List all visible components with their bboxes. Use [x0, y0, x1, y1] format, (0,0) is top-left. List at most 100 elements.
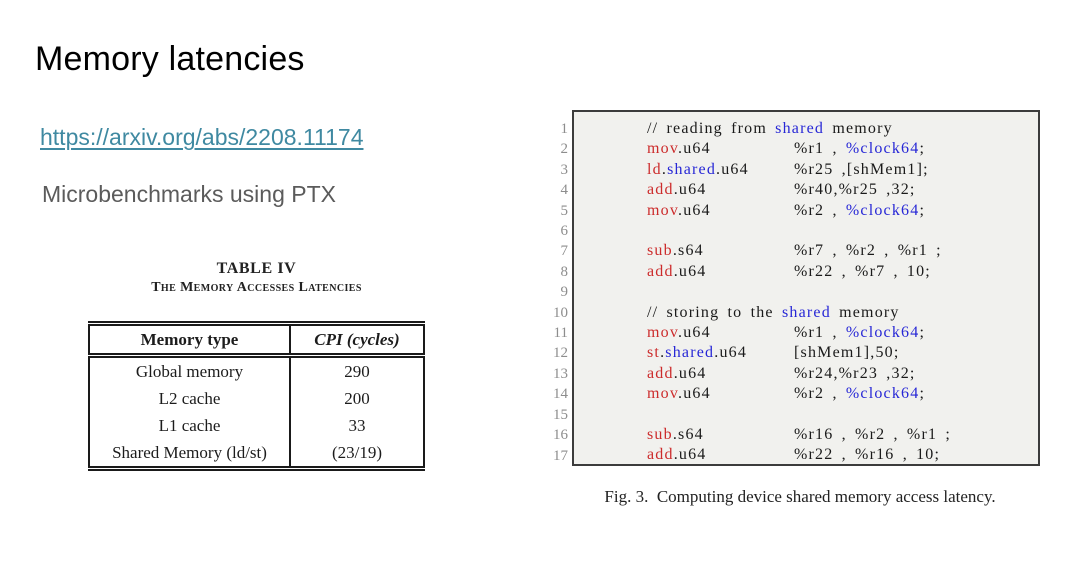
opcode-token: sub — [647, 425, 673, 443]
line-number: 3 — [560, 161, 569, 178]
operand-field: %r2 , %clock64; — [794, 384, 925, 404]
operand-field: [shMem1],50; — [794, 343, 900, 363]
code-line: add.u64 %r22 , %r16 , 10; — [574, 445, 1038, 465]
code-token: // reading from — [647, 120, 776, 137]
table-caption-title: The Memory Accesses Latencies — [151, 280, 362, 295]
table-caption-number: TABLE IV — [216, 260, 297, 277]
subtitle-text: Microbenchmarks using PTX — [42, 181, 336, 207]
code-token: ; — [919, 201, 926, 219]
opcode-token: mov — [647, 323, 679, 341]
operand-field: %r1 , %clock64; — [794, 323, 925, 343]
code-line: add.u64 %r22 , %r7 , 10; — [574, 262, 1038, 282]
table-cell: 33 — [348, 416, 366, 435]
reserved-word-token: %clock64 — [845, 140, 920, 158]
figure-caption: Fig. 3. Computing device shared memory a… — [604, 487, 996, 506]
instruction-field: add.u64 — [647, 446, 707, 463]
code-token: %r22 , %r16 , 10; — [794, 446, 941, 464]
instruction-field: add.u64 — [647, 365, 707, 382]
code-line: ld.shared.u64 %r25 ,[shMem1]; — [574, 160, 1038, 180]
code-token: .u64 — [673, 446, 707, 464]
opcode-token: mov — [647, 140, 679, 158]
code-token: %r16 , %r2 , %r1 ; — [794, 425, 952, 443]
table-cell: Global memory — [89, 355, 291, 385]
code-token: %r7 , %r2 , %r1 ; — [794, 242, 942, 260]
code-token: .u64 — [716, 160, 749, 178]
opcode-token: sub — [647, 242, 673, 260]
code-line — [574, 221, 1038, 241]
code-token: .u64 — [673, 364, 707, 382]
line-number: 8 — [560, 263, 569, 280]
code-token: %r24,%r23 ,32; — [794, 364, 916, 382]
code-token: %r1 , — [794, 323, 846, 341]
line-number: 13 — [553, 365, 568, 382]
latency-table: Memory type CPI (cycles) Global memory 29… — [88, 321, 425, 471]
instruction-field: add.u64 — [647, 263, 707, 280]
code-line: st.shared.u64 [shMem1],50; — [574, 343, 1038, 363]
line-number: 16 — [553, 427, 568, 444]
opcode-token: mov — [647, 201, 679, 219]
line-number: 17 — [553, 447, 568, 464]
table-cell: 290 — [344, 362, 370, 381]
code-line: mov.u64 %r2 , %clock64; — [574, 384, 1038, 404]
code-line: mov.u64 %r1 , %clock64; — [574, 139, 1038, 159]
code-token: %r2 , — [794, 201, 846, 219]
reserved-word-token: shared — [665, 344, 715, 362]
opcode-token: st — [647, 344, 661, 362]
code-token: %r22 , %r7 , 10; — [794, 262, 931, 280]
latency-table-header: Memory type CPI (cycles) — [89, 323, 424, 358]
code-token: .s64 — [672, 242, 704, 260]
code-token: .u64 — [678, 201, 711, 219]
instruction-field: mov.u64 — [647, 140, 711, 157]
code-token: .s64 — [672, 425, 704, 443]
operand-field: %r22 , %r7 , 10; — [794, 262, 931, 282]
opcode-token: add — [647, 181, 674, 199]
code-line — [574, 282, 1038, 302]
code-line: sub.s64 %r16 , %r2 , %r1 ; — [574, 425, 1038, 445]
arxiv-link[interactable]: https://arxiv.org/abs/2208.11174 — [40, 124, 364, 150]
code-token: ; — [919, 323, 926, 341]
reserved-word-token: shared — [667, 160, 717, 178]
code-token: %r1 , — [794, 140, 846, 158]
code-token: [shMem1],50; — [794, 344, 900, 362]
line-number: 4 — [560, 182, 569, 199]
operand-field: %r1 , %clock64; — [794, 139, 925, 159]
code-line: // storing to the shared memory — [574, 303, 1038, 323]
instruction-field: mov.u64 — [647, 202, 711, 219]
code-token: . — [660, 344, 666, 362]
reserved-word-token: %clock64 — [845, 385, 920, 403]
line-number: 14 — [553, 386, 568, 403]
code-token: ; — [919, 140, 926, 158]
code-line — [574, 404, 1038, 424]
code-token: .u64 — [673, 181, 707, 199]
instruction-field: // storing to the shared memory — [647, 304, 900, 321]
code-line: add.u64%r40,%r25 ,32; — [574, 180, 1038, 200]
header-row: Memory type CPI (cycles) — [89, 323, 424, 358]
code-token: .u64 — [673, 262, 707, 280]
line-number: 5 — [560, 202, 569, 219]
table-cell: L2 cache — [89, 385, 291, 412]
code-line: mov.u64 %r1 , %clock64; — [574, 323, 1038, 343]
code-token: .u64 — [678, 323, 711, 341]
operand-field: %r2 , %clock64; — [794, 201, 925, 221]
instruction-field: add.u64 — [647, 181, 707, 198]
line-number: 11 — [553, 325, 568, 342]
line-number: 2 — [560, 141, 569, 158]
instruction-field: ld.shared.u64 — [647, 161, 749, 178]
instruction-field: mov.u64 — [647, 385, 711, 402]
line-number: 1 — [560, 121, 569, 137]
code-token: %r25 ,[shMem1]; — [794, 160, 929, 178]
instruction-field: mov.u64 — [647, 324, 711, 341]
table-cell: Shared Memory (ld/st) — [89, 439, 291, 469]
instruction-field: sub.s64 — [647, 242, 704, 259]
line-number: 9 — [560, 284, 569, 301]
col-header-memory-type: Memory type — [89, 323, 291, 358]
table-row: Global memory 290 — [89, 355, 424, 385]
instruction-field: // reading from shared memory — [647, 120, 893, 137]
instruction-field: sub.s64 — [647, 426, 704, 443]
